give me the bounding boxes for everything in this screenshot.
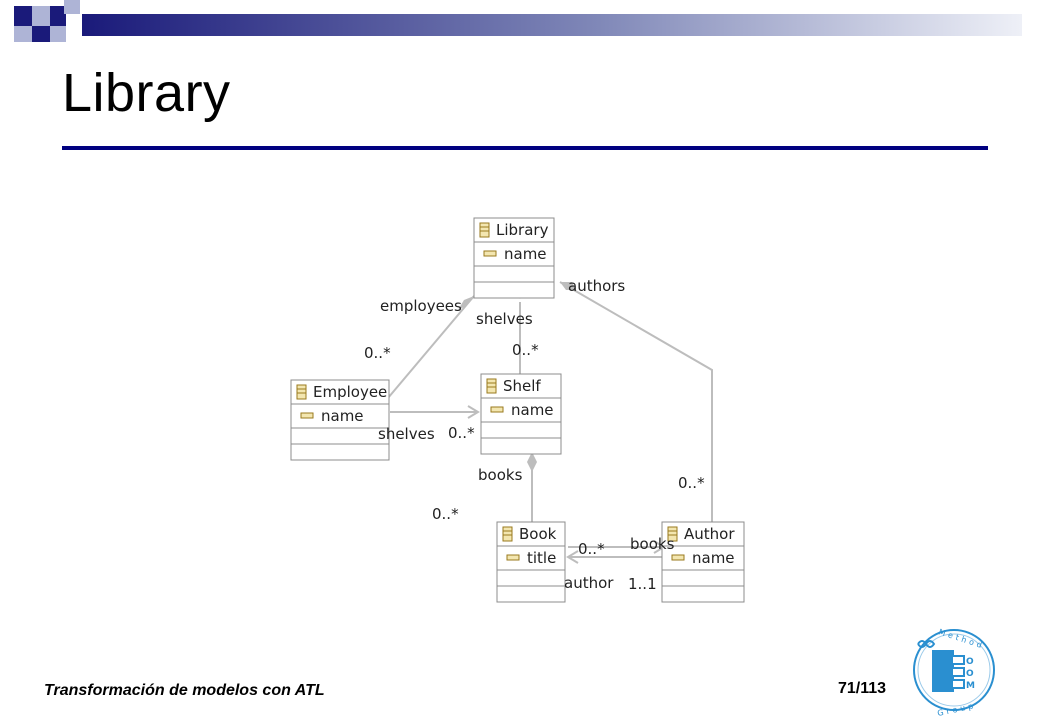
logo-group-text: Group xyxy=(937,701,977,718)
deco-square xyxy=(50,26,66,42)
class-attribute: name xyxy=(511,401,554,419)
class-attribute: name xyxy=(692,549,735,567)
class-name: Library xyxy=(496,221,549,239)
deco-square xyxy=(64,0,80,14)
label-author: author xyxy=(564,574,614,592)
diamond-books xyxy=(527,452,537,472)
label-shelves-emp: shelves xyxy=(378,425,435,443)
corner-decoration xyxy=(14,0,1022,42)
deco-square xyxy=(32,26,50,42)
title-underline xyxy=(62,146,988,150)
class-shelf: Shelf name xyxy=(480,373,562,455)
label-books: books xyxy=(478,466,523,484)
assoc-employees xyxy=(387,295,475,399)
class-icon xyxy=(502,526,513,542)
label-shelves: shelves xyxy=(476,310,533,328)
label-mult-authors: 0..* xyxy=(678,474,705,492)
label-authors: authors xyxy=(568,277,625,295)
label-mult-employees: 0..* xyxy=(364,344,391,362)
attribute-icon xyxy=(671,554,685,561)
deco-square xyxy=(14,6,32,26)
assoc-authors xyxy=(559,281,713,522)
document-icon xyxy=(932,650,954,692)
class-employee: Employee name xyxy=(290,379,390,461)
logo-letter-o1: O xyxy=(966,657,974,667)
deco-square xyxy=(14,26,32,42)
arrowhead-book xyxy=(566,550,579,564)
attribute-icon xyxy=(483,250,497,257)
label-mult-author: 1..1 xyxy=(628,575,657,593)
class-name: Author xyxy=(684,525,735,543)
attribute-icon xyxy=(490,406,504,413)
oomethod-logo: O O M Method Group xyxy=(913,627,995,718)
class-icon xyxy=(479,222,490,238)
label-employees: employees xyxy=(380,297,462,315)
class-attribute: name xyxy=(321,407,364,425)
label-books-author: books xyxy=(630,535,675,553)
diamond-employees xyxy=(458,296,474,310)
deco-square xyxy=(50,6,66,26)
class-icon xyxy=(667,526,678,542)
diamond-authors xyxy=(560,282,576,290)
class-name: Employee xyxy=(313,383,387,401)
footer-course-title: Transformación de modelos con ATL xyxy=(44,682,325,699)
class-icon xyxy=(486,378,497,394)
class-name: Shelf xyxy=(503,377,541,395)
attribute-icon xyxy=(506,554,520,561)
infinity-icon xyxy=(917,640,936,648)
class-book: Book title xyxy=(496,521,566,603)
logo-letter-o2: O xyxy=(966,669,974,679)
label-mult-shelves: 0..* xyxy=(512,341,539,359)
logo-letter-m: M xyxy=(966,681,975,691)
class-boxes: LibrarynameEmployeenameShelfnameBooktitl… xyxy=(290,217,745,603)
class-library: Library name xyxy=(473,217,555,299)
deco-bar xyxy=(82,14,1022,36)
attribute-icon xyxy=(300,412,314,419)
class-attribute: name xyxy=(504,245,547,263)
label-mult-books: 0..* xyxy=(432,505,459,523)
deco-square xyxy=(32,6,50,26)
association-lines xyxy=(387,281,713,558)
slide-title: Library xyxy=(62,63,231,123)
class-name: Book xyxy=(519,525,557,543)
label-mult-shelves-emp: 0..* xyxy=(448,424,475,442)
page-number: 71/113 xyxy=(838,680,887,697)
arrowhead-emp-shelves xyxy=(467,405,480,419)
class-author: Author name xyxy=(661,521,745,603)
label-mult-book-author: 0..* xyxy=(578,540,605,558)
class-icon xyxy=(296,384,307,400)
class-attribute: title xyxy=(527,549,556,567)
